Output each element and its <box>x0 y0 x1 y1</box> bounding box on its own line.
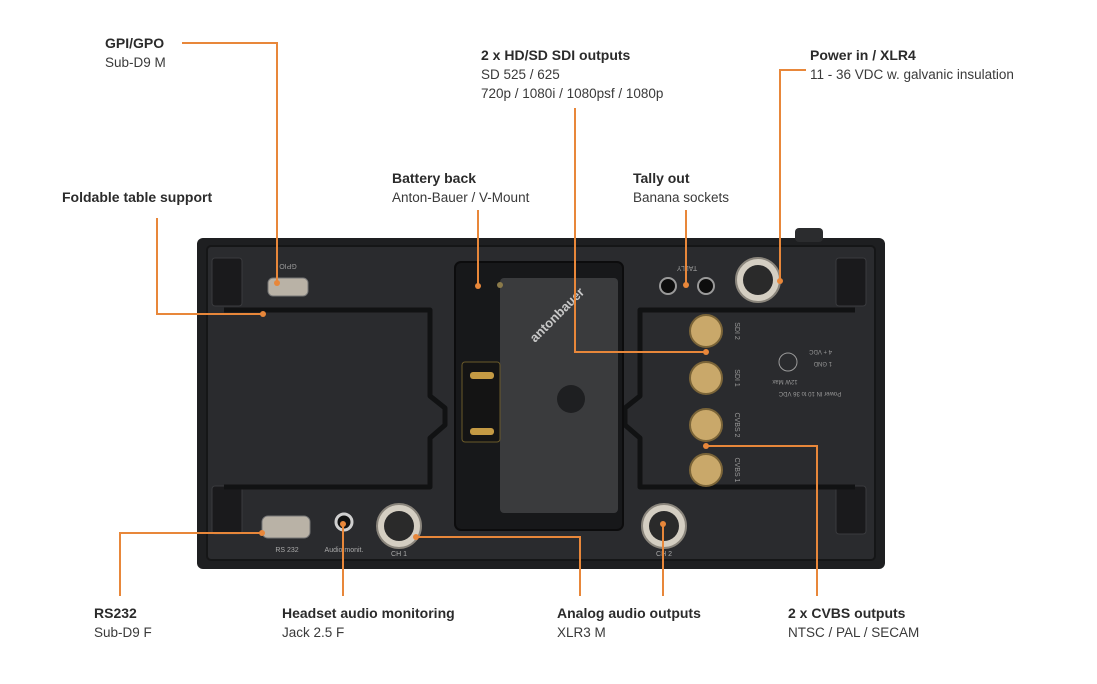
callout-subtitle: Sub-D9 M <box>105 55 166 70</box>
corner-foot <box>835 485 867 535</box>
callout-subtitle: Jack 2.5 F <box>282 625 345 640</box>
gpio-panel-label: GPIO <box>279 262 297 269</box>
leader-dot <box>703 349 709 355</box>
leader-dot <box>475 283 481 289</box>
callout-title: 2 x HD/SD SDI outputs <box>481 47 631 63</box>
callout-subtitle: Anton-Bauer / V-Mount <box>392 190 530 205</box>
callout-headset-audio: Headset audio monitoring Jack 2.5 F <box>282 604 455 642</box>
power-watt-label: 12W Max <box>772 378 797 384</box>
leader-dot <box>274 280 280 286</box>
cvbs2-panel-label: CVBS 2 <box>733 413 740 438</box>
cvbs1-panel-label: CVBS 1 <box>733 458 740 483</box>
callout-cvbs-outputs: 2 x CVBS outputs NTSC / PAL / SECAM <box>788 604 919 642</box>
leader-line-cvbs-outputs <box>706 445 818 596</box>
leader-dot <box>703 443 709 449</box>
callout-subtitle: NTSC / PAL / SECAM <box>788 625 920 640</box>
callout-analog-audio: Analog audio outputs XLR3 M <box>557 604 701 642</box>
power-pinout-diagram <box>778 352 798 372</box>
leader-line-gpi-gpo <box>182 42 278 283</box>
corner-foot <box>211 485 243 535</box>
callout-power-in: Power in / XLR4 11 - 36 VDC w. galvanic … <box>810 46 1014 84</box>
callout-battery-back: Battery back Anton-Bauer / V-Mount <box>392 169 529 207</box>
bnc-sdi1-connector <box>689 361 723 395</box>
callout-title: 2 x CVBS outputs <box>788 605 906 621</box>
leader-dot <box>413 534 419 540</box>
leader-lines <box>119 42 818 596</box>
foldable-support-wire <box>224 307 448 490</box>
callout-subtitle: XLR3 M <box>557 625 606 640</box>
callout-title: Power in / XLR4 <box>810 47 916 63</box>
sdi2-panel-label: SDI 2 <box>733 322 740 340</box>
top-knob <box>795 228 823 242</box>
leader-line-analog-audio <box>416 536 581 596</box>
rs232-panel-label: RS 232 <box>275 547 298 554</box>
callout-gpi-gpo: GPI/GPO Sub-D9 M <box>105 34 166 72</box>
callout-sdi-outputs: 2 x HD/SD SDI outputs SD 525 / 625 720p … <box>481 46 663 103</box>
callout-tally-out: Tally out Banana sockets <box>633 169 729 207</box>
callout-title: Tally out <box>633 170 690 186</box>
callout-title: Headset audio monitoring <box>282 605 455 621</box>
callout-title: GPI/GPO <box>105 35 165 51</box>
leader-dot <box>260 311 266 317</box>
callout-subtitle: Banana sockets <box>633 190 730 205</box>
tally-socket <box>697 277 715 295</box>
foldable-support-wire <box>622 307 855 490</box>
corner-foot <box>211 257 243 307</box>
leader-end-dots <box>259 278 783 540</box>
battery-gold-contact <box>470 372 494 379</box>
leader-dot <box>683 282 689 288</box>
power-pin4-label: 4 + VDC <box>808 348 832 354</box>
leader-line-foldable-support <box>156 218 263 315</box>
callout-subtitle: 11 - 36 VDC w. galvanic insulation <box>810 67 1014 82</box>
gpio-connector <box>267 277 309 297</box>
callout-rs232: RS232 Sub-D9 F <box>94 604 152 642</box>
tally-socket <box>659 277 677 295</box>
bnc-cvbs2-connector <box>689 408 723 442</box>
rs232-connector <box>261 515 311 539</box>
xlr-ch1-inner <box>384 511 414 541</box>
leader-line-sdi-outputs <box>574 108 706 353</box>
battery-screw <box>497 282 503 288</box>
bnc-cvbs1-connector <box>689 453 723 487</box>
power-pin1-label: 1 GND <box>813 360 832 366</box>
leader-line-power-in <box>779 69 806 281</box>
callout-title: Analog audio outputs <box>557 605 701 621</box>
sdi1-panel-label: SDI 1 <box>733 369 740 387</box>
callout-title: Foldable table support <box>62 189 213 205</box>
callout-subtitle: SD 525 / 625 <box>481 67 560 82</box>
battery-gold-contacts <box>461 361 501 443</box>
leader-dot <box>777 278 783 284</box>
callout-subtitle: Sub-D9 F <box>94 625 152 640</box>
callout-foldable-support: Foldable table support <box>62 188 212 207</box>
battery-release-button <box>557 385 585 413</box>
leader-dot <box>259 530 265 536</box>
leader-dot <box>340 521 346 527</box>
corner-foot <box>835 257 867 307</box>
battery-gold-contact <box>470 428 494 435</box>
callout-title: Battery back <box>392 170 477 186</box>
callout-title: RS232 <box>94 605 137 621</box>
leader-line-rs232 <box>119 532 262 596</box>
ch2-panel-label: CH 2 <box>656 551 672 558</box>
leader-dot <box>660 521 666 527</box>
power-spec-label: Power IN 10 to 36 VDC <box>778 390 841 396</box>
callout-subtitle: 720p / 1080i / 1080psf / 1080p <box>481 86 664 101</box>
audio-monit-panel-label: Audio monit. <box>325 547 364 554</box>
bnc-sdi2-connector <box>689 314 723 348</box>
power-xlr4-inner <box>743 265 773 295</box>
ch1-panel-label: CH 1 <box>391 551 407 558</box>
